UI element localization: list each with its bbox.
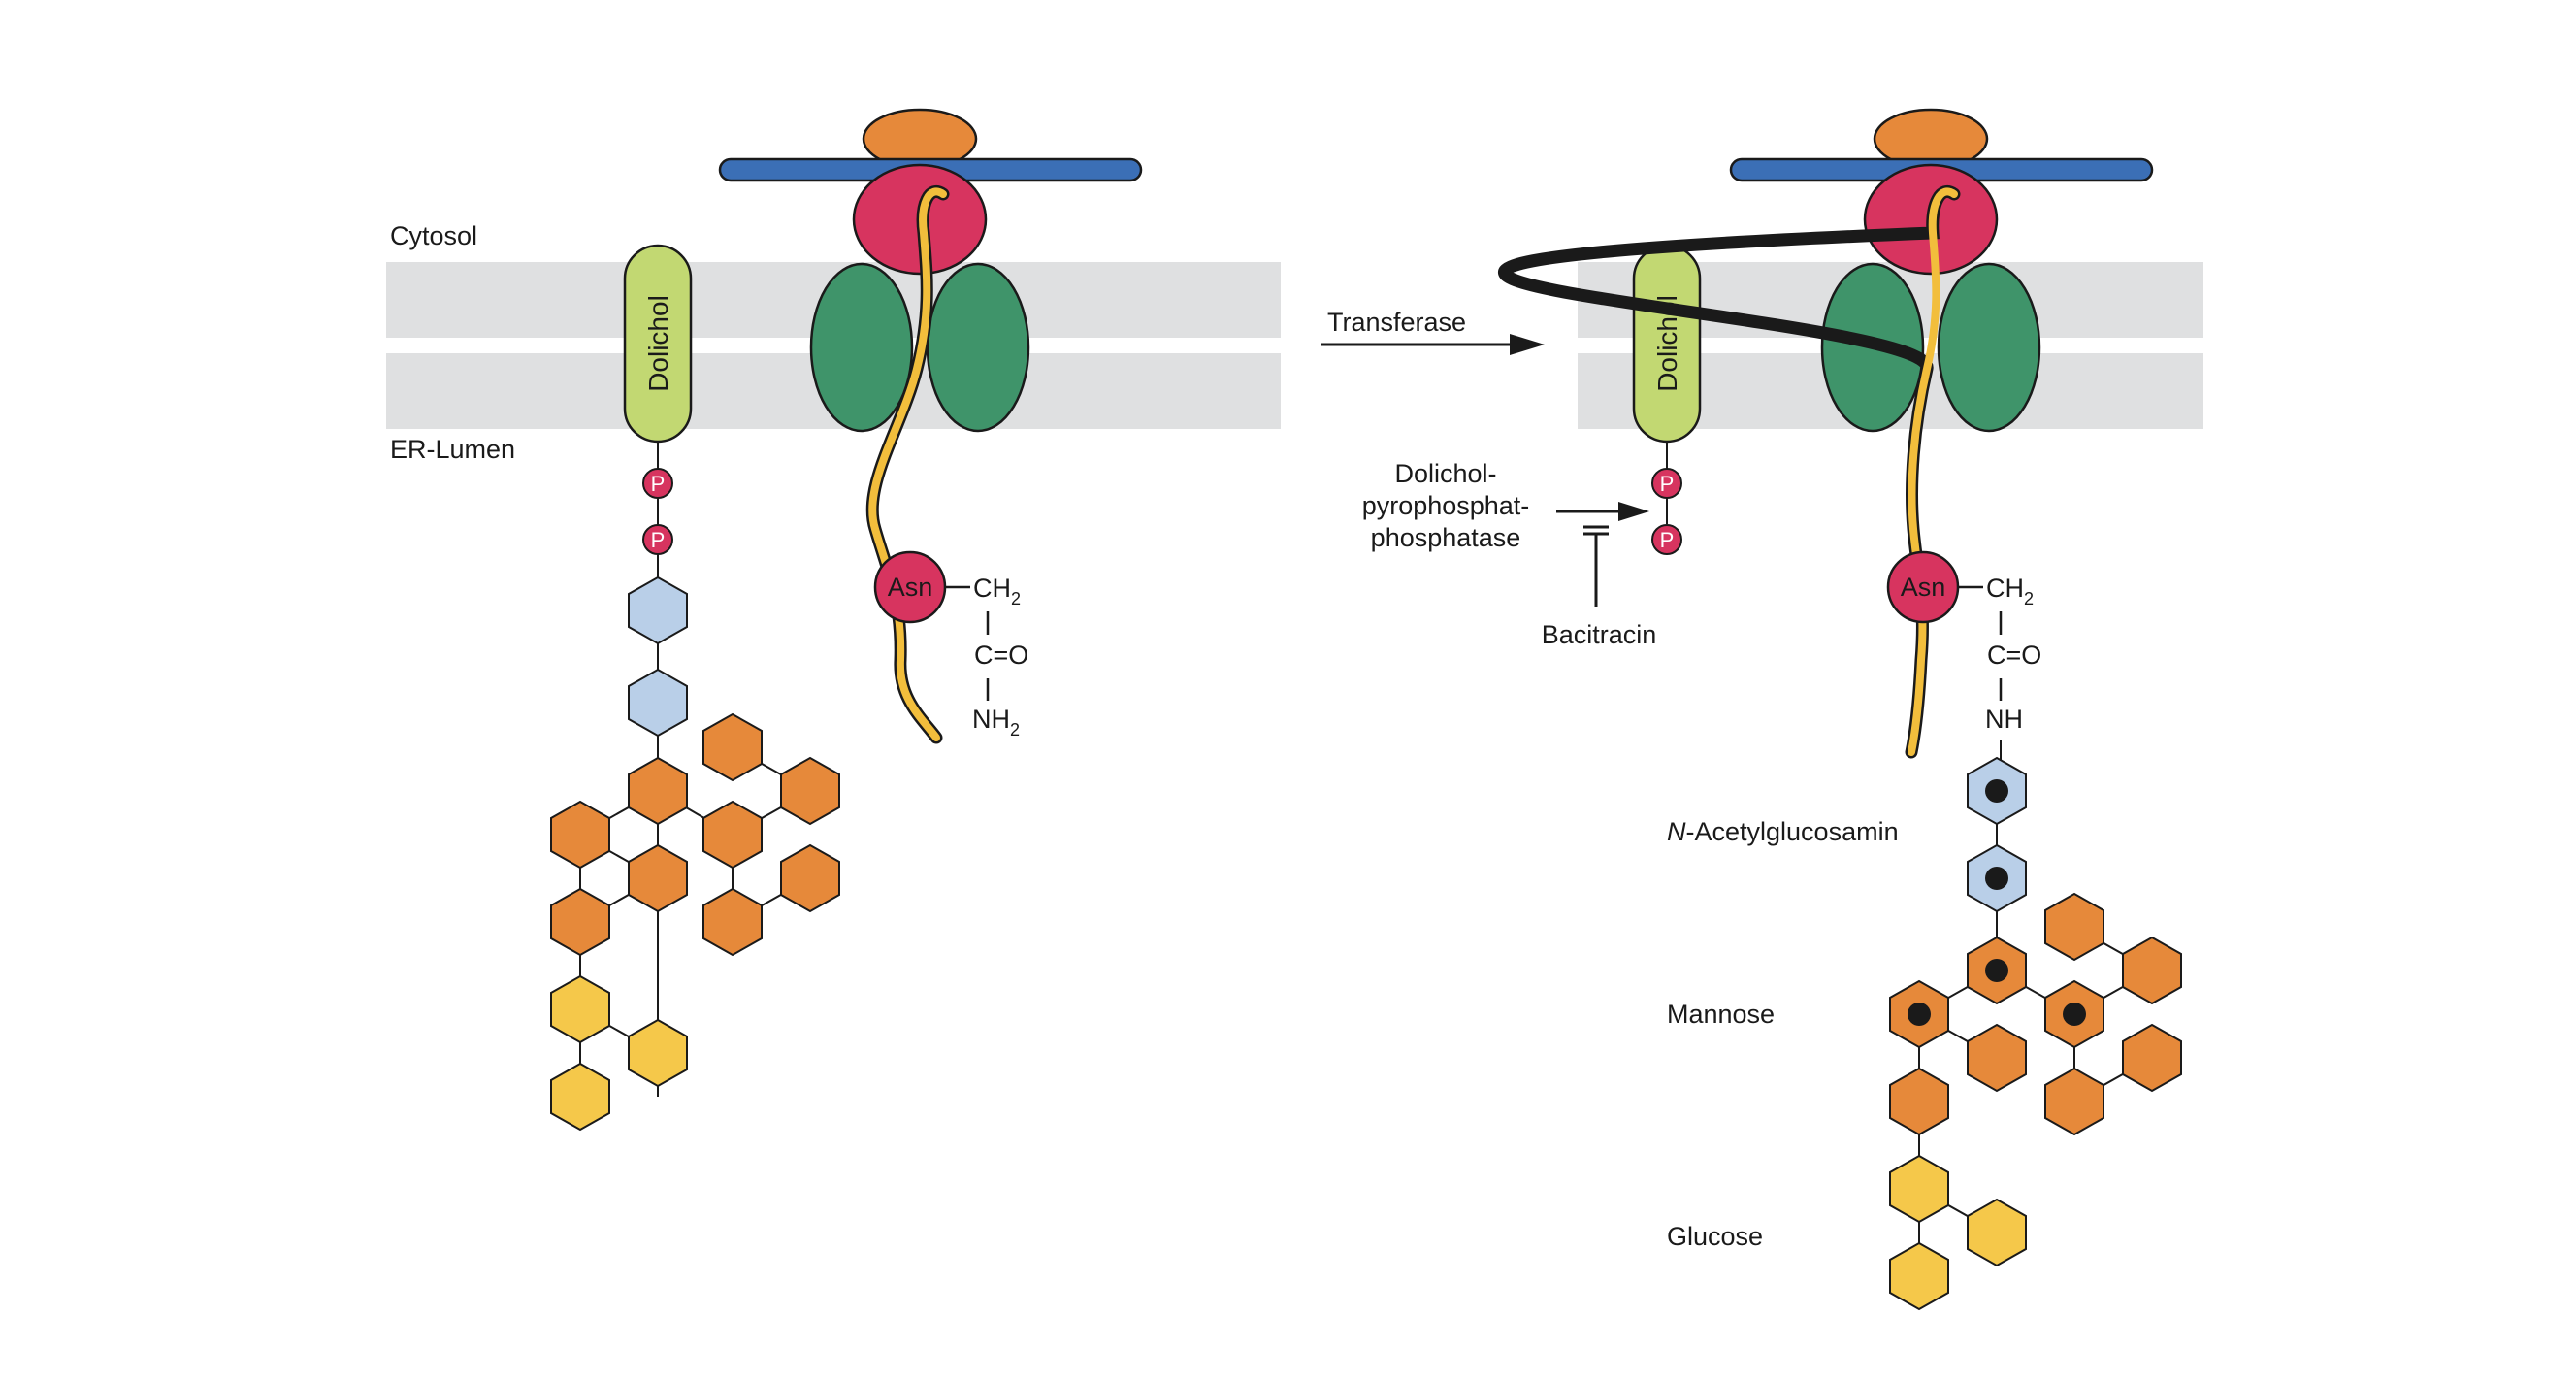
phosphate-1-left xyxy=(642,468,673,499)
enzyme-label-line1: Dolichol- xyxy=(1394,459,1496,488)
glucose-hexagon xyxy=(1967,1198,2027,1267)
mannose-core-dot xyxy=(1908,1003,1931,1026)
glucose-hexagon xyxy=(550,1062,610,1132)
asn-label-left: Asn xyxy=(888,573,933,602)
ch2-label-left: CH2 xyxy=(973,574,1021,608)
translocon-subunit-right-b xyxy=(1937,262,2041,433)
er-lumen-label: ER-Lumen xyxy=(390,435,515,464)
mannose-label: Mannose xyxy=(1667,1000,1775,1029)
ch2-label-right: CH2 xyxy=(1986,574,2034,608)
bacitracin-label: Bacitracin xyxy=(1542,620,1657,649)
nh2-label-left: NH2 xyxy=(972,705,1020,740)
mannose-hexagon xyxy=(628,756,688,826)
left-panel: Cytosol ER-Lumen Dolichol P P xyxy=(386,108,1281,1132)
dolichol-label-left: Dolichol xyxy=(643,295,673,392)
mannose-hexagon xyxy=(628,843,688,913)
glcnac-label: N-Acetylglucosamin xyxy=(1667,817,1899,846)
ribosome-complex-right: Asn xyxy=(1498,108,2154,759)
asparagine-side-chain-left: CH2 C=O NH2 xyxy=(945,574,1028,740)
glcnac-residues-right xyxy=(1967,756,2027,913)
translocon-subunit-left-b xyxy=(926,262,1030,433)
cytosol-label: Cytosol xyxy=(390,221,477,250)
mannose-hexagon xyxy=(1967,1023,2027,1093)
phosphate-2-label-right: P xyxy=(1660,528,1675,552)
oligosaccharide-right xyxy=(1918,767,2153,1276)
phosphatase-annotation: Dolichol- pyrophosphat- phosphatase Baci… xyxy=(1362,459,1657,649)
ribosome-complex-left: Asn xyxy=(718,108,1143,744)
mannose-hexagon xyxy=(702,800,763,870)
phosphate-1-right xyxy=(1651,468,1682,499)
mannose-hexagon xyxy=(2044,1067,2104,1136)
right-panel: Dolichol P P Dolichol- pyrophosphat- pho… xyxy=(1362,108,2203,1311)
enzyme-label-line3: phosphatase xyxy=(1371,523,1521,552)
glucose-residues-left xyxy=(550,974,688,1132)
transferase-label: Transferase xyxy=(1327,308,1466,337)
mannose-hexagon xyxy=(2122,936,2182,1005)
phosphate-2-label: P xyxy=(651,528,666,552)
phosphate-1-label: P xyxy=(651,472,666,496)
mannose-hexagon xyxy=(2044,892,2104,962)
glcnac-core-dot xyxy=(1985,867,2008,890)
glucose-hexagon xyxy=(550,974,610,1044)
mannose-hexagon xyxy=(780,843,840,913)
nh-label-right: NH xyxy=(1985,705,2023,734)
glucose-hexagon xyxy=(628,1018,688,1088)
asparagine-side-chain-right: CH2 C=O NH xyxy=(1958,574,2041,767)
mannose-core-dots-right xyxy=(1908,959,2086,1026)
phosphate-1-label-right: P xyxy=(1660,472,1675,496)
glucose-hexagon xyxy=(1889,1154,1949,1224)
glucose-hexagon xyxy=(1889,1241,1949,1311)
mannose-core-dot xyxy=(1985,959,2008,982)
mannose-residues-left xyxy=(550,712,840,957)
glucose-label: Glucose xyxy=(1667,1222,1763,1251)
glcnac-core-dot xyxy=(1985,779,2008,803)
mannose-core-dot xyxy=(2063,1003,2086,1026)
carbonyl-label-left: C=O xyxy=(974,641,1028,670)
asn-label-right: Asn xyxy=(1901,573,1946,602)
transferase-arrow: Transferase xyxy=(1321,308,1545,355)
mannose-hexagon xyxy=(702,712,763,782)
glcnac-hexagon xyxy=(628,575,688,645)
mannose-hexagon xyxy=(1889,1067,1949,1136)
mannose-hexagon xyxy=(702,887,763,957)
mannose-hexagon xyxy=(780,756,840,826)
enzyme-arrow-head xyxy=(1618,502,1649,521)
enzyme-label-line2: pyrophosphat- xyxy=(1362,491,1530,520)
mannose-residues-right xyxy=(1889,892,2182,1136)
translocon-subunit-left-a xyxy=(809,262,914,433)
mannose-hexagon xyxy=(550,887,610,957)
phosphate-2-left xyxy=(642,524,673,555)
glcnac-residues-left xyxy=(628,575,688,738)
carbonyl-label-right: C=O xyxy=(1987,641,2041,670)
mannose-hexagon xyxy=(2122,1023,2182,1093)
oligosaccharide-left xyxy=(579,611,811,1097)
mannose-hexagon xyxy=(550,800,610,870)
phosphate-2-right xyxy=(1651,524,1682,555)
glucose-residues-right xyxy=(1889,1154,2027,1311)
glcnac-hexagon xyxy=(628,668,688,738)
